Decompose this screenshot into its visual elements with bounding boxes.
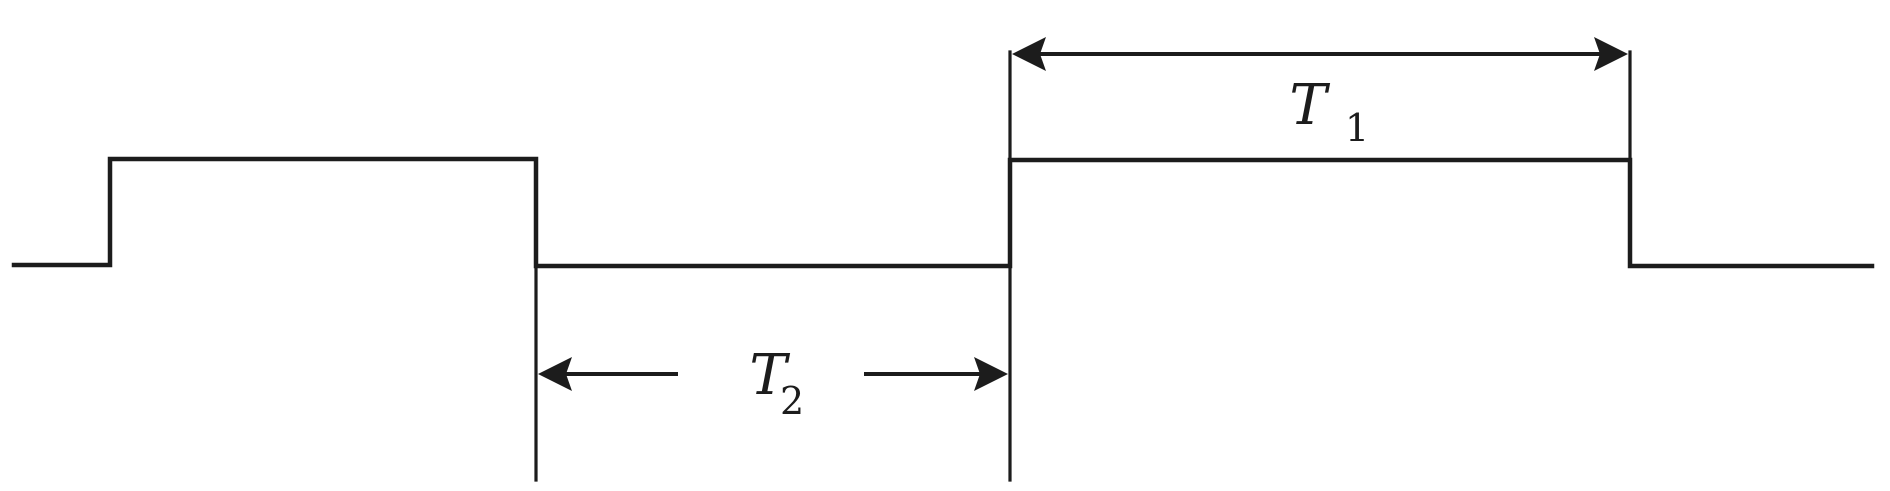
t1-dimension-arrow xyxy=(1012,37,1628,71)
t2-arrowhead-left xyxy=(538,357,572,391)
t1-arrowhead-right xyxy=(1594,37,1628,71)
t1-label-subscript: 1 xyxy=(1345,106,1369,150)
t1-label: T xyxy=(1289,73,1330,138)
t2-label: T xyxy=(749,343,790,408)
t2-label-subscript: 2 xyxy=(780,379,804,423)
t2-dimension-arrow xyxy=(538,357,1008,391)
pulse-waveform xyxy=(11,156,1875,269)
t2-arrowhead-right xyxy=(974,357,1008,391)
t1-arrowhead-left xyxy=(1012,37,1046,71)
